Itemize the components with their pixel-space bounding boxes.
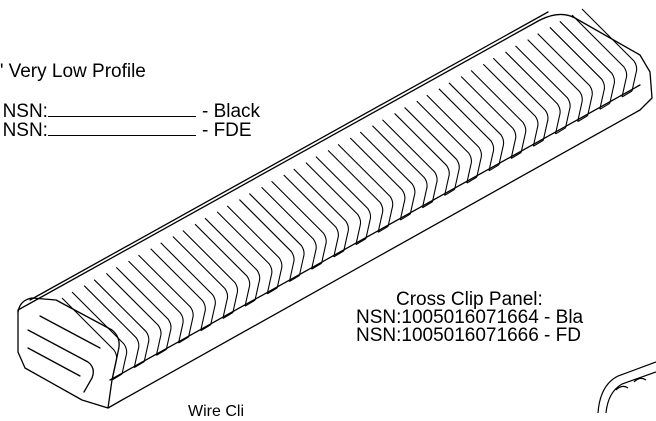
rail-slat: [460, 70, 527, 159]
rail-slat: [239, 193, 305, 283]
rail-slat: [283, 168, 349, 258]
rail-slat: [349, 131, 416, 221]
rail-slat: [150, 242, 216, 332]
cross-clip-panel-part: [597, 361, 656, 413]
rail-slat: [482, 57, 549, 147]
rail-end-cap: [17, 297, 120, 409]
rail-slat: [105, 267, 172, 356]
rail-slat: [394, 107, 460, 196]
rail-nsn-black-prefix: NSN:: [2, 101, 48, 122]
rail-slat: [83, 279, 150, 369]
rail-slat: [128, 254, 194, 344]
nsn-black-blank: [47, 101, 196, 117]
rail-end-inner: [39, 315, 101, 349]
rail-slat: [505, 45, 571, 135]
rail-end-slot: [27, 329, 94, 393]
cross-clip-title: Cross Clip Panel:: [396, 289, 543, 310]
rail-slat: [327, 143, 394, 233]
rail-slat: [61, 291, 128, 381]
rail-slat: [527, 33, 593, 123]
rail-slat: [172, 230, 239, 319]
rail-top-edge: [29, 11, 549, 301]
rail-nsn-fde-suffix: - FDE: [201, 120, 252, 141]
rail-nsn-black-suffix: - Black: [201, 101, 261, 122]
rail-slat: [261, 180, 327, 270]
rail-title: 6" Very Low Profile: [0, 61, 146, 82]
cross-clip-nsn-fde: NSN:1005016071666 - FD: [356, 325, 581, 346]
rail-bottom-edge: [109, 84, 641, 381]
rail-slat: [571, 8, 638, 98]
rail-slat: [305, 156, 372, 246]
rail-slat: [216, 205, 283, 295]
rail-slat: [438, 82, 505, 172]
nsn-fde-blank: [47, 120, 196, 136]
rail-slat: [372, 119, 438, 209]
rail-slat: [194, 217, 261, 307]
rail-nsn-fde: NSN: - FDE: [0, 101, 252, 140]
rail-slat: [416, 94, 482, 184]
rail-nsn-black: NSN: - Black: [0, 82, 260, 121]
wire-clip-label: Wire Cli: [188, 403, 244, 420]
cross-clip-nsn-black: NSN:1005016071664 - Bla: [356, 307, 584, 328]
rail-slat: [549, 20, 616, 110]
rail-nsn-fde-prefix: NSN:: [2, 120, 48, 141]
